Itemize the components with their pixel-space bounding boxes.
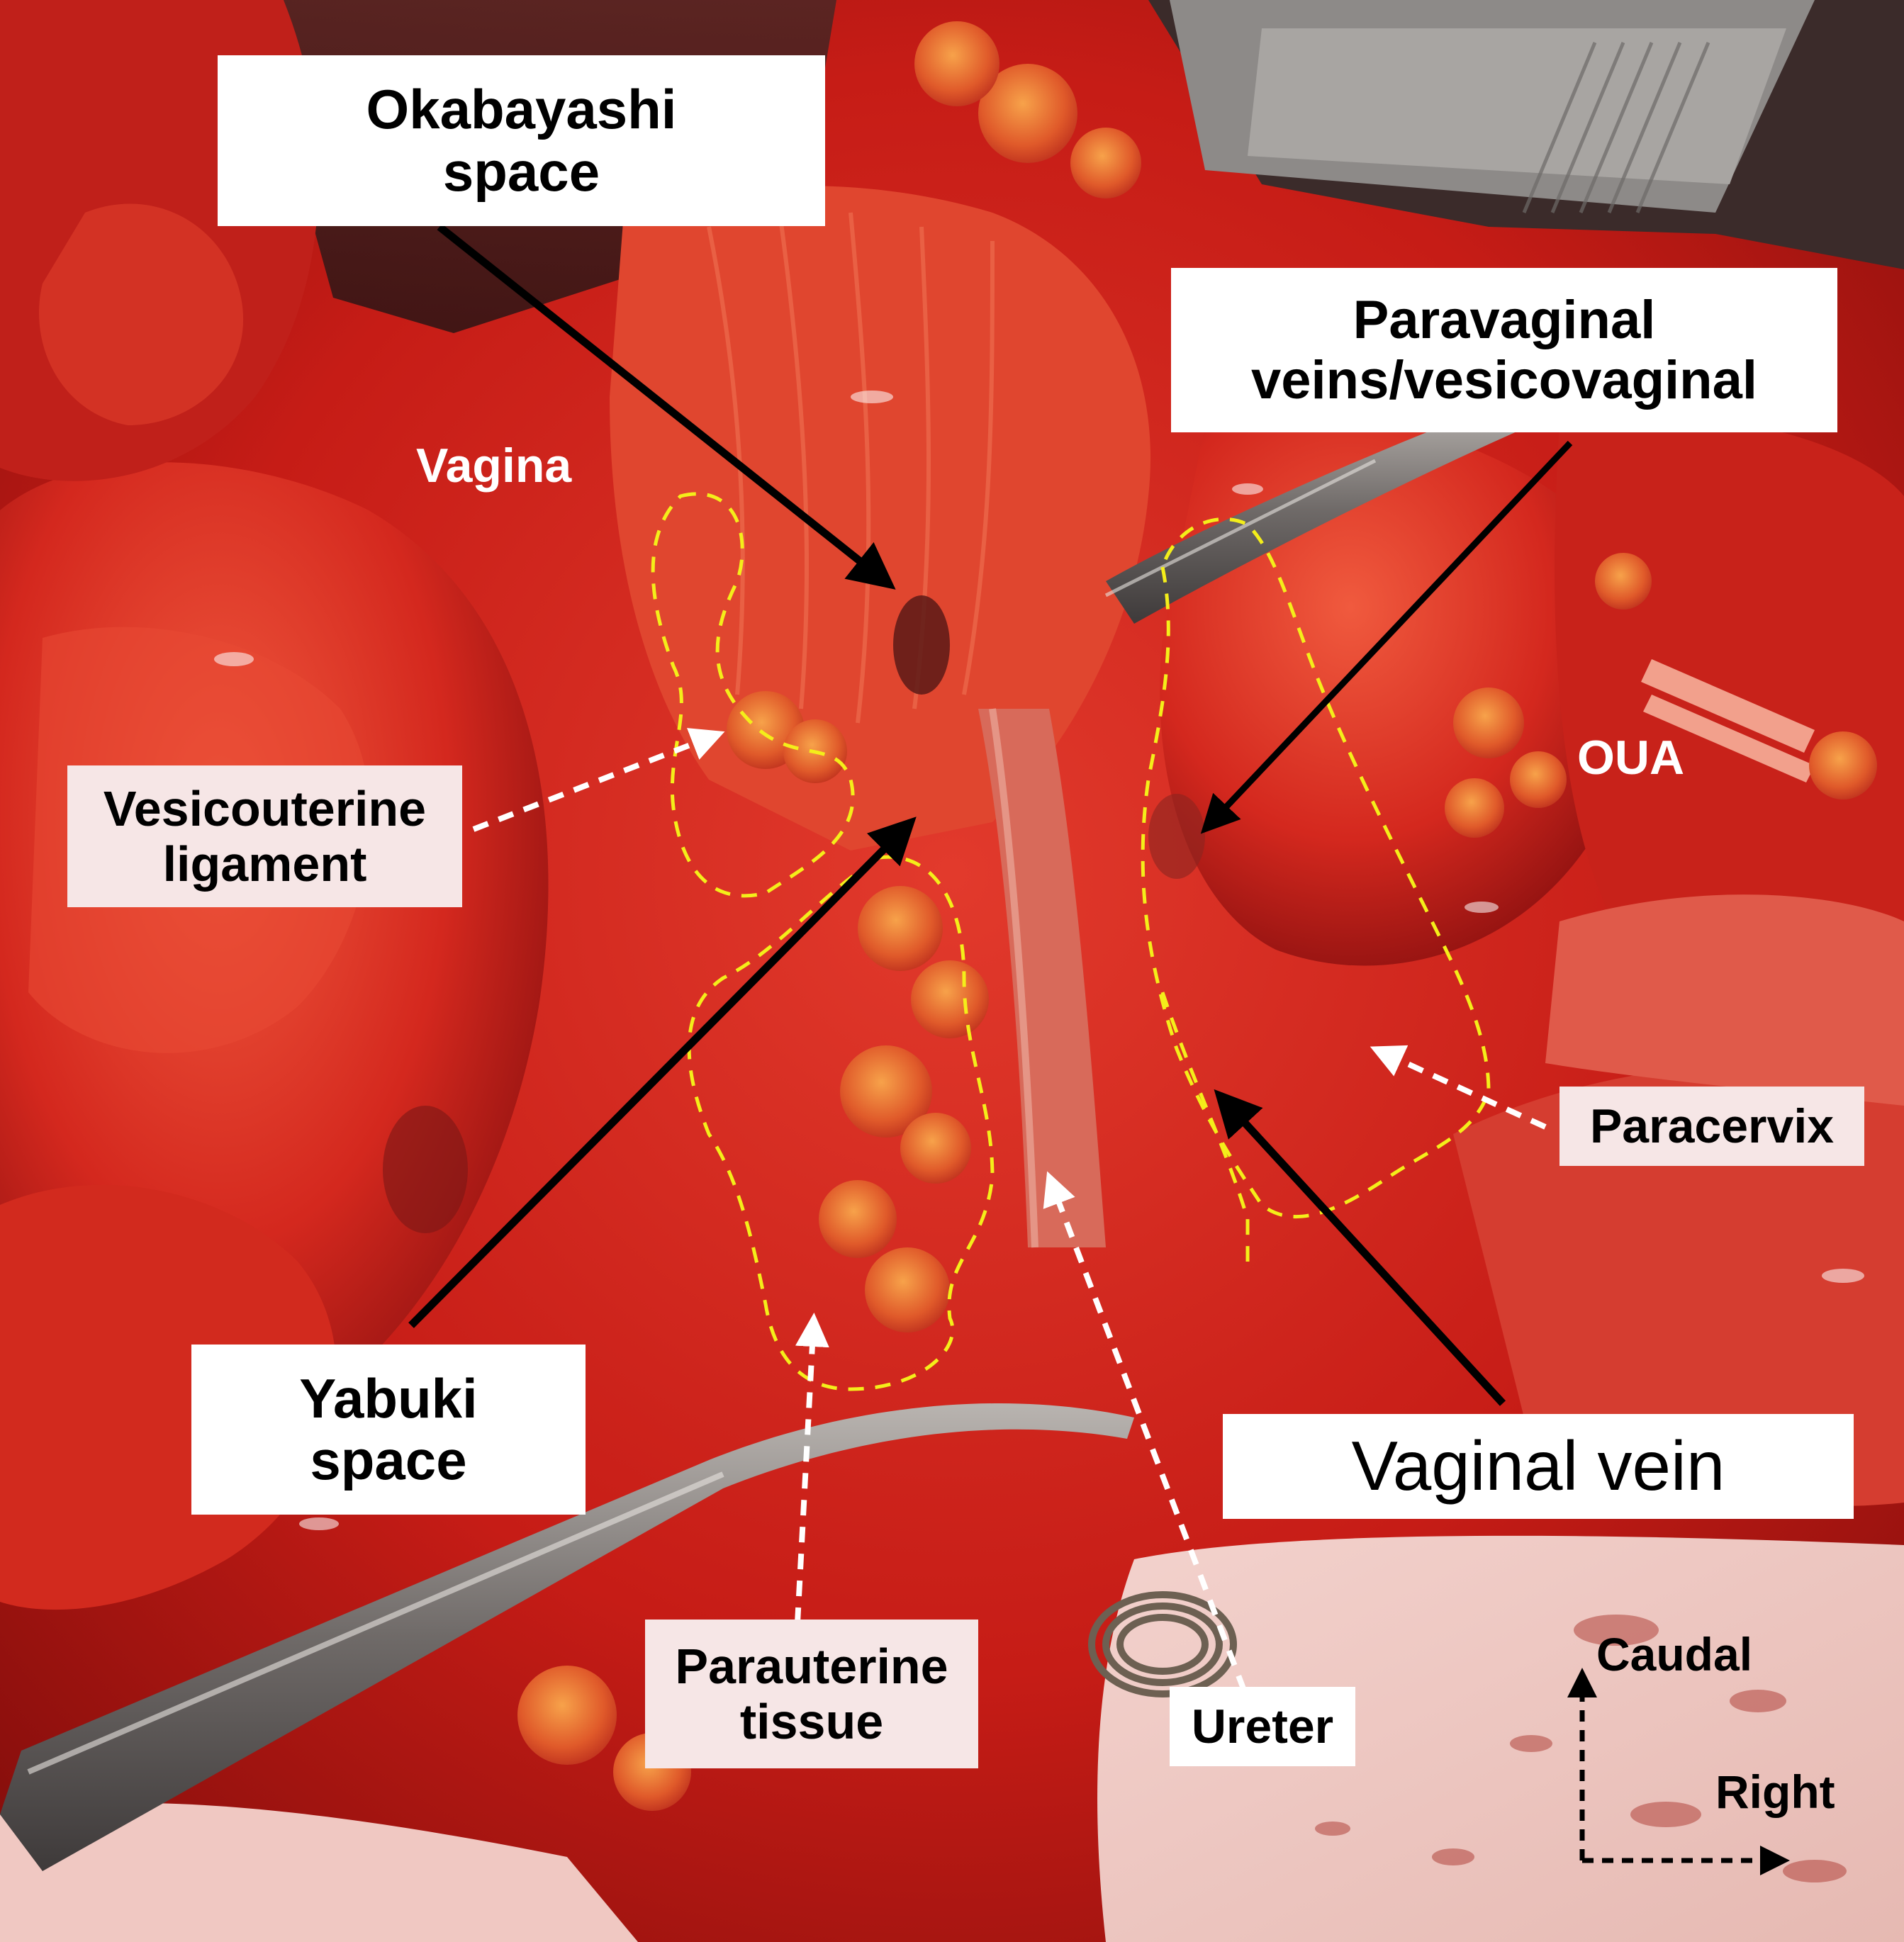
ureter-arrow (1043, 1171, 1247, 1692)
vagina-label: Vagina (416, 439, 572, 493)
okabayashi-arrow (437, 223, 896, 590)
right-label: Right (1715, 1766, 1835, 1818)
paravaginal-veins-label: Paravaginal veins/vesicovaginal (1171, 268, 1837, 432)
parauterine-arrow (795, 1313, 829, 1624)
yabuki-space-label: Yabuki space (191, 1345, 586, 1515)
paravaginal-arrow (1200, 440, 1573, 834)
parauterine-tissue-label: Parauterine tissue (645, 1620, 978, 1768)
orientation-compass (1567, 1668, 1790, 1875)
ureter-label: Ureter (1170, 1687, 1355, 1766)
vesicouterine-arrow (472, 728, 725, 832)
oua-label: OUA (1577, 731, 1685, 785)
paracervix-label: Paracervix (1559, 1087, 1864, 1166)
vesicouterine-ligament-label: Vesicouterine ligament (67, 765, 462, 907)
caudal-label: Caudal (1596, 1628, 1753, 1680)
vaginal-vein-label: Vaginal vein (1223, 1414, 1854, 1519)
okabayashi-space-label: Okabayashi space (218, 55, 825, 226)
vaginal-vein-arrow (1214, 1089, 1506, 1406)
yabuki-arrow (408, 816, 917, 1328)
paracervix-arrow (1370, 1045, 1547, 1130)
